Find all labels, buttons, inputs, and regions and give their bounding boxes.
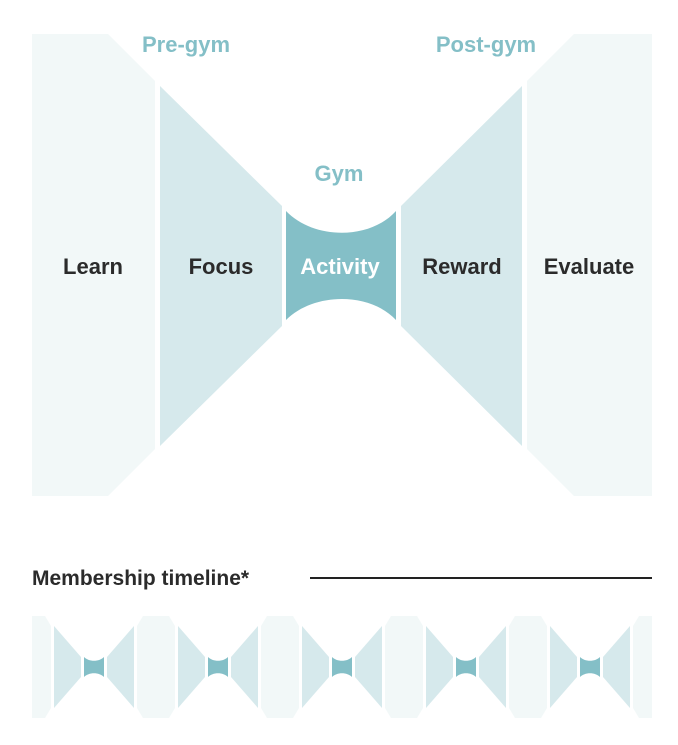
timeline-reward-band: [355, 626, 382, 708]
timeline-outer-block: [528, 616, 547, 718]
timeline-reward-band: [231, 626, 258, 708]
stage-band-activity: [286, 211, 396, 320]
timeline-activity-core: [208, 657, 228, 677]
timeline-outer-block: [509, 616, 528, 718]
stage-bands: [32, 34, 652, 496]
stage-label-activity: Activity: [300, 254, 380, 279]
stage-label-learn: Learn: [63, 254, 123, 279]
timeline-activity-core: [332, 657, 352, 677]
stage-band-learn: [32, 34, 155, 496]
timeline-reward-band: [479, 626, 506, 708]
timeline-outer-block: [280, 616, 299, 718]
timeline-reward-band: [603, 626, 630, 708]
timeline-focus-band: [54, 626, 81, 708]
timeline-outer-block: [633, 616, 652, 718]
timeline-activity-core: [456, 657, 476, 677]
timeline-outer-block: [32, 616, 51, 718]
timeline-focus-band: [178, 626, 205, 708]
timeline-reward-band: [107, 626, 134, 708]
stage-band-evaluate: [527, 34, 652, 496]
timeline-outer-block: [404, 616, 423, 718]
stage-label-evaluate: Evaluate: [544, 254, 635, 279]
stage-label-reward: Reward: [422, 254, 501, 279]
phase-label-gym: Gym: [315, 161, 364, 186]
timeline-outer-block: [261, 616, 280, 718]
timeline-outer-block: [156, 616, 175, 718]
timeline-outer-block: [385, 616, 404, 718]
timeline-focus-band: [550, 626, 577, 708]
timeline-outer-block: [137, 616, 156, 718]
phase-label-post-gym: Post-gym: [436, 32, 536, 57]
timeline-activity-core: [84, 657, 104, 677]
stage-band-reward: [401, 86, 522, 446]
stage-band-focus: [160, 86, 282, 446]
timeline-focus-band: [302, 626, 329, 708]
timeline-focus-band: [426, 626, 453, 708]
timeline-activity-core: [580, 657, 600, 677]
timeline-cycles: [32, 616, 652, 718]
timeline-title: Membership timeline*: [32, 567, 250, 590]
phase-label-pre-gym: Pre-gym: [142, 32, 230, 57]
stage-label-focus: Focus: [189, 254, 254, 279]
